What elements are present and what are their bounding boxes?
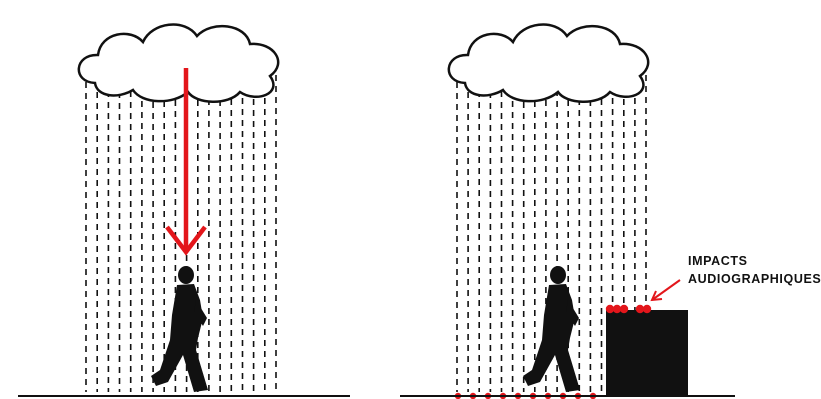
shelter-block	[606, 310, 688, 396]
cloud-icon	[79, 25, 278, 102]
person-icon	[151, 266, 208, 392]
callout-arrow-icon	[652, 280, 680, 300]
right-panel: IMPACTS AUDIOGRAPHIQUES	[400, 25, 821, 399]
cloud-icon	[449, 25, 648, 102]
annotation-line-2: AUDIOGRAPHIQUES	[688, 272, 821, 286]
person-icon	[523, 266, 580, 392]
impact-dot-icon	[643, 305, 651, 313]
annotation-line-1: IMPACTS	[688, 254, 748, 268]
left-panel	[18, 25, 350, 396]
impact-dot-icon	[620, 305, 628, 313]
